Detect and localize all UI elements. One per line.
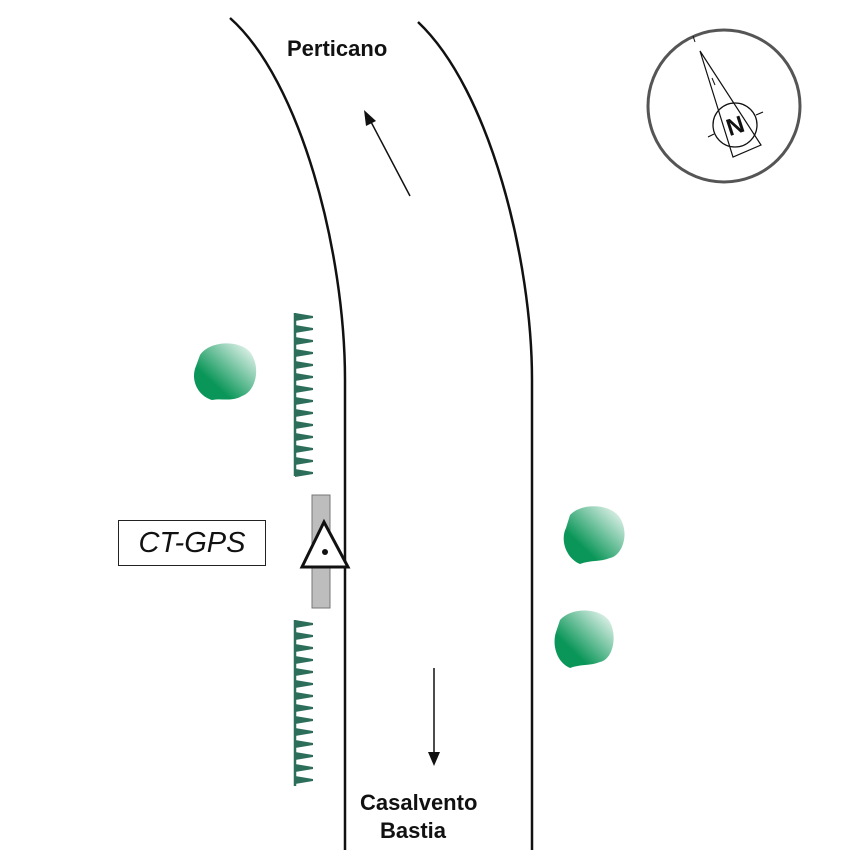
fence-upper bbox=[293, 313, 313, 477]
fence-tooth bbox=[295, 325, 313, 333]
road-right-edge bbox=[417, 21, 534, 850]
road-left-edge bbox=[229, 17, 347, 850]
fence-tooth bbox=[295, 656, 313, 664]
fence-tooth bbox=[295, 692, 313, 700]
arrow-north-icon bbox=[364, 110, 411, 197]
fence-tooth bbox=[295, 728, 313, 736]
fence-tooth bbox=[295, 313, 313, 321]
tree-icon bbox=[563, 506, 625, 564]
fence-tooth bbox=[295, 632, 313, 640]
south-destination-label-2: Bastia bbox=[380, 818, 447, 843]
fence-tooth bbox=[295, 704, 313, 712]
gps-station-icon bbox=[299, 518, 351, 569]
fence-tooth bbox=[295, 668, 313, 676]
tree-icon bbox=[193, 343, 257, 400]
fence-tooth bbox=[295, 457, 313, 465]
fence-tooth bbox=[295, 445, 313, 453]
fence-tooth bbox=[295, 716, 313, 724]
fence-tooth bbox=[295, 469, 313, 477]
tree-icon bbox=[554, 610, 614, 668]
north-destination-label: Perticano bbox=[287, 36, 388, 61]
station-label: CT-GPS bbox=[118, 520, 266, 566]
south-destination-label-1: Casalvento bbox=[360, 790, 478, 815]
fence-tooth bbox=[295, 680, 313, 688]
fence-tooth bbox=[295, 620, 313, 628]
fence-tooth bbox=[295, 421, 313, 429]
fence-tooth bbox=[295, 409, 313, 417]
fence-tooth bbox=[295, 349, 313, 357]
fence-tooth bbox=[295, 740, 313, 748]
fence-tooth bbox=[295, 337, 313, 345]
fence-tooth bbox=[295, 644, 313, 652]
fence-tooth bbox=[295, 361, 313, 369]
fence-lower bbox=[293, 620, 313, 786]
arrow-south-icon bbox=[428, 668, 440, 766]
fence-tooth bbox=[295, 433, 313, 441]
fence-tooth bbox=[295, 764, 313, 772]
fence-tooth bbox=[295, 397, 313, 405]
fence-tooth bbox=[295, 385, 313, 393]
compass-icon: N bbox=[646, 28, 802, 184]
fence-tooth bbox=[295, 752, 313, 760]
fence-tooth bbox=[295, 373, 313, 381]
fence-tooth bbox=[295, 776, 313, 784]
